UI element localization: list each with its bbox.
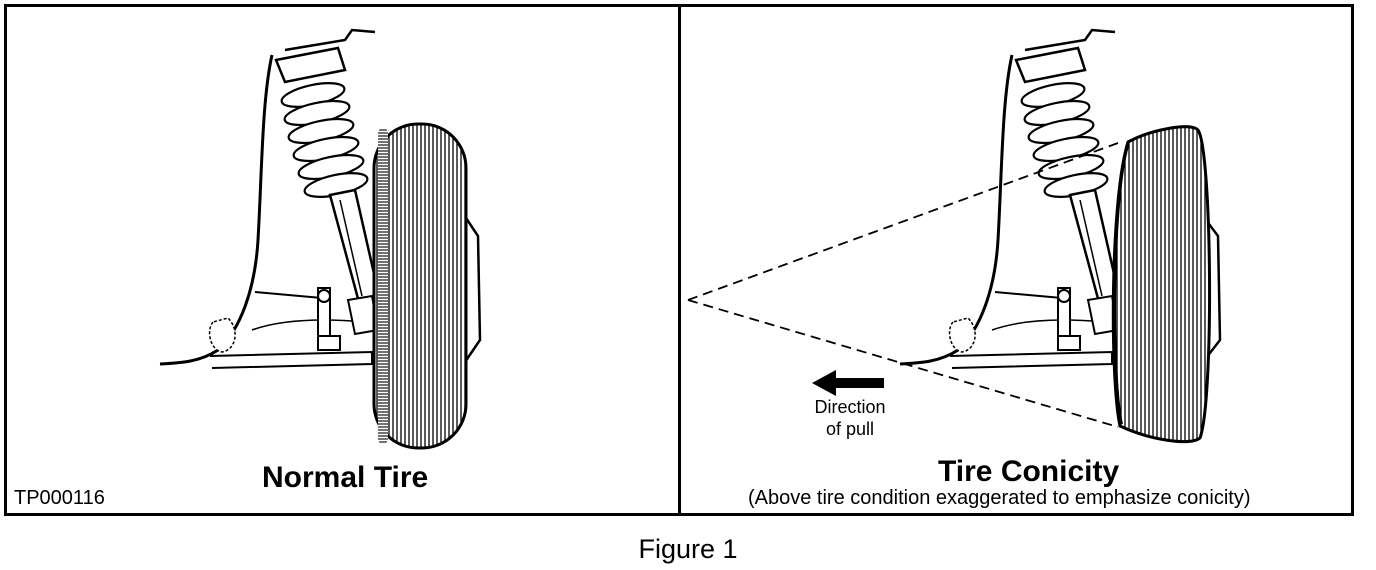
normal-tire-title: Normal Tire [262, 461, 429, 494]
panel-divider [678, 4, 681, 516]
direction-of-pull-label: Direction of pull [790, 396, 910, 440]
tire-conicity-title: Tire Conicity [938, 455, 1120, 488]
direction-arrow-icon [812, 370, 884, 396]
normal-tire-drawing [158, 28, 482, 450]
figure-caption: Figure 1 [638, 534, 738, 564]
image-code: TP000116 [14, 487, 105, 509]
tire-conicity-subtitle: (Above tire condition exaggerated to emp… [748, 487, 1251, 509]
direction-label-line2: of pull [825, 419, 875, 439]
conicity-tire-drawing [687, 28, 1222, 444]
direction-label-line1: Direction [814, 397, 886, 417]
